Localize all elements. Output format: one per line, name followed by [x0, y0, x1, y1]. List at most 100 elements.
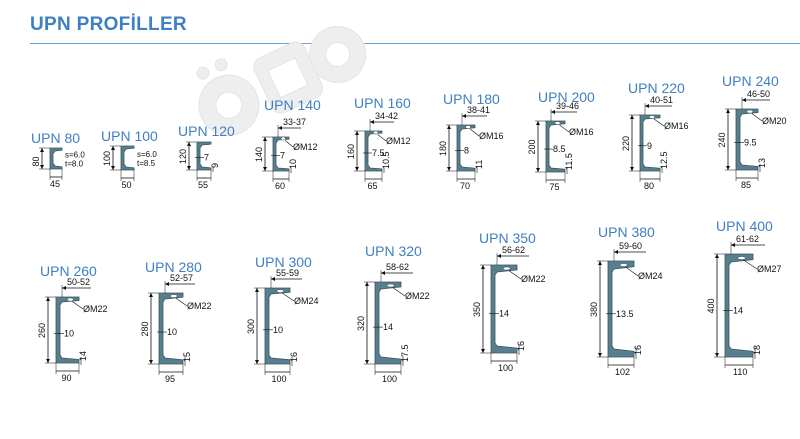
web-thickness-value: 14: [499, 308, 509, 318]
flange-thickness-value: 11.5: [564, 153, 574, 170]
height-value: 300: [246, 319, 256, 334]
height-value: 220: [621, 136, 631, 151]
height-arrow-bottom: [263, 167, 267, 171]
height-arrow-bottom: [40, 165, 44, 169]
height-arrow-top: [46, 297, 50, 301]
page-title: UPN PROFİLLER: [30, 14, 187, 35]
gauge-arrow: [381, 271, 385, 275]
height-arrow-bottom: [187, 166, 191, 170]
upn-channel-shape: [49, 147, 63, 170]
height-arrow-bottom: [598, 353, 602, 357]
height-value: 350: [472, 302, 482, 317]
height-arrow-bottom: [149, 360, 153, 364]
bolt-size-value: ØM16: [664, 121, 689, 131]
gauge-value: 40-51: [650, 95, 673, 105]
watermark-logo: [196, 25, 367, 136]
profile-label: UPN 260: [40, 263, 97, 279]
gauge-arrow: [742, 98, 746, 102]
profile-label: UPN 280: [145, 259, 202, 275]
bolt-hole: [554, 121, 561, 125]
web-thickness-value: 9: [647, 141, 652, 151]
gauge-arrow: [278, 126, 282, 130]
bolt-hole: [648, 115, 656, 119]
flange-thickness-value: 16: [633, 345, 643, 355]
upn-channel-shape: [120, 145, 135, 171]
height-value: 100: [102, 151, 112, 166]
bolt-leader-line: [282, 292, 295, 302]
height-arrow-top: [187, 142, 191, 146]
bolt-leader-line: [743, 259, 758, 270]
flange-thickness-value: 10.5: [381, 151, 391, 169]
bolt-hole: [737, 256, 746, 260]
web-thickness-value: 10: [167, 327, 177, 337]
bolt-size-value: ØM24: [294, 296, 319, 306]
upn-channel-shape: [158, 292, 184, 365]
height-arrow-bottom: [536, 168, 540, 172]
height-value: 240: [717, 132, 727, 147]
upn-channel-shape: [724, 253, 754, 358]
bolt-leader-line: [559, 124, 570, 133]
bolt-size-value: ØM22: [83, 304, 108, 314]
gauge-value: 58-62: [386, 262, 409, 272]
web-thickness-value: 13.5: [616, 309, 634, 319]
bolt-hole: [66, 297, 74, 302]
profile-label: UPN 200: [538, 89, 595, 105]
web-thickness-value: 10: [273, 325, 283, 335]
bolt-leader-line: [175, 297, 188, 307]
width-value: 50: [122, 180, 132, 190]
bolt-leader-line: [653, 118, 665, 127]
profile-label: UPN 80: [31, 130, 81, 146]
upn-channel-shape: [272, 136, 290, 172]
flange-thickness-value: 14: [78, 351, 88, 361]
bolt-size-value: ØM27: [757, 264, 782, 274]
bolt-hole: [372, 130, 379, 135]
profile-label: UPN 320: [365, 243, 422, 259]
width-value: 75: [550, 182, 560, 192]
title-divider: [30, 43, 800, 44]
profile-label: UPN 140: [264, 97, 321, 113]
height-arrow-top: [365, 282, 369, 286]
height-arrow-top: [355, 131, 359, 135]
bolt-hole: [619, 263, 628, 267]
upn-channel-shape: [735, 108, 759, 171]
height-arrow-bottom: [355, 167, 359, 171]
height-value: 140: [254, 147, 264, 162]
flange-thickness-value: 9: [210, 163, 220, 168]
web-thickness-value: s=6.0: [137, 150, 157, 159]
height-arrow-bottom: [630, 167, 634, 171]
height-value: 320: [356, 316, 366, 331]
height-arrow-top: [715, 254, 719, 258]
web-thickness-value: 7: [280, 151, 285, 161]
height-arrow-top: [255, 288, 259, 292]
gauge-value: 33-37: [283, 117, 306, 127]
height-arrow-top: [481, 265, 485, 269]
bolt-size-value: ØM16: [569, 127, 594, 137]
gauge-arrow: [731, 243, 735, 247]
upn-channel-shape: [264, 287, 291, 365]
flange-thickness-value: 15: [182, 352, 192, 362]
height-arrow-bottom: [726, 166, 730, 170]
height-value: 180: [438, 141, 448, 156]
gauge-value: 56-62: [502, 245, 525, 255]
upn-channel-shape: [607, 260, 635, 358]
height-arrow-bottom: [447, 167, 451, 171]
bolt-size-value: ØM22: [405, 291, 430, 301]
bolt-leader-line: [751, 113, 763, 122]
width-value: 55: [198, 180, 208, 190]
bolt-hole: [465, 125, 471, 129]
gauge-value: 50-52: [67, 277, 90, 287]
bolt-size-value: ØM20: [762, 116, 787, 126]
profile-label: UPN 350: [479, 230, 536, 246]
web-thickness-value: 10: [64, 328, 74, 338]
gauge-arrow: [271, 277, 275, 281]
gauge-arrow: [551, 110, 555, 114]
profile-label: UPN 240: [722, 73, 779, 89]
